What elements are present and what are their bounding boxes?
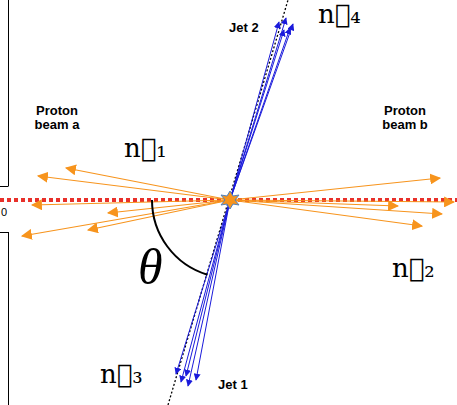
- part-label: Jet 2: [229, 21, 259, 35]
- jet-particle-arrow: [230, 18, 286, 200]
- jet-particle-arrow: [230, 24, 293, 200]
- jet-particle-arrow: [230, 28, 290, 200]
- jet-particle-arrow: [176, 200, 230, 374]
- jet-particle-arrow: [230, 30, 284, 200]
- beam-remnant-arrow: [38, 176, 230, 200]
- beam-remnant-arrow: [230, 178, 440, 200]
- beam-remnant-arrow: [22, 200, 230, 236]
- angle-label: θ: [138, 240, 163, 295]
- jet-particle-arrow: [196, 200, 230, 380]
- vector-label: n⃗₃: [100, 360, 143, 389]
- beam-remnant-arrow: [32, 200, 230, 205]
- collision-vertex: [221, 191, 239, 209]
- vector-label: n⃗₁: [124, 134, 167, 163]
- part-label: Jet 1: [218, 378, 248, 392]
- beam-remnant-arrow: [88, 200, 230, 230]
- axis-tick: 0: [1, 206, 7, 218]
- axis-frame: [0, 0, 9, 405]
- vector-label: n⃗₄: [318, 0, 361, 29]
- vector-label: n⃗₂: [392, 254, 435, 283]
- jet-particle-arrow: [181, 200, 230, 382]
- jet-particle-arrow: [186, 200, 230, 376]
- part-label: Proton beam a: [22, 104, 92, 133]
- beam-remnant-arrow: [230, 200, 422, 226]
- jet-particle-arrow: [230, 22, 279, 200]
- beam-remnant-arrow: [108, 200, 230, 213]
- jet-particle-arrow: [188, 200, 230, 386]
- jet-particle-arrows: [176, 18, 293, 386]
- part-label: Proton beam b: [370, 104, 440, 133]
- beam-remnant-arrow: [66, 168, 230, 200]
